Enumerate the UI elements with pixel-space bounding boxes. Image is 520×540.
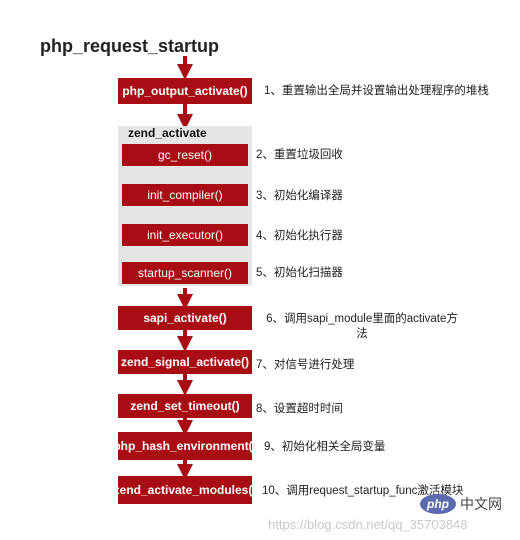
- step-zend-activate-modules: zend_activate_modules(): [114, 476, 256, 504]
- step-zend-signal-activate: zend_signal_activate(): [118, 350, 252, 374]
- logo-text: 中文网: [460, 496, 502, 512]
- note-6: 6、调用sapi_module里面的activate方法: [266, 313, 458, 340]
- note-10: 10、调用request_startup_func激活模块: [262, 485, 464, 497]
- note-3: 3、初始化编译器: [256, 190, 343, 202]
- step-init-compiler: init_compiler(): [122, 184, 248, 206]
- note-8: 8、设置超时时间: [256, 403, 343, 415]
- note-9: 9、初始化相关全局变量: [264, 441, 386, 453]
- note-1: 1、重置输出全局并设置输出处理程序的堆栈: [264, 85, 489, 97]
- step-zend-set-timeout: zend_set_timeout(): [118, 394, 252, 418]
- php-logo-icon: php: [420, 494, 456, 514]
- zend-activate-label: zend_activate: [128, 126, 207, 140]
- site-logo: php 中文网: [420, 494, 502, 514]
- step-php-hash-environment: php_hash_environment(): [113, 432, 257, 460]
- step-gc-reset: gc_reset(): [122, 144, 248, 166]
- note-5: 5、初始化扫描器: [256, 267, 343, 279]
- note-4: 4、初始化执行器: [256, 230, 343, 242]
- step-init-executor: init_executor(): [122, 224, 248, 246]
- step-startup-scanner: startup_scanner(): [122, 262, 248, 284]
- step-sapi-activate: sapi_activate(): [118, 306, 252, 330]
- note-7: 7、对信号进行处理: [256, 359, 355, 371]
- diagram-title: php_request_startup: [40, 36, 220, 56]
- note-2: 2、重置垃圾回收: [256, 149, 343, 161]
- step-php-output-activate: php_output_activate(): [118, 78, 252, 104]
- watermark: https://blog.csdn.net/qq_35703848: [268, 517, 468, 532]
